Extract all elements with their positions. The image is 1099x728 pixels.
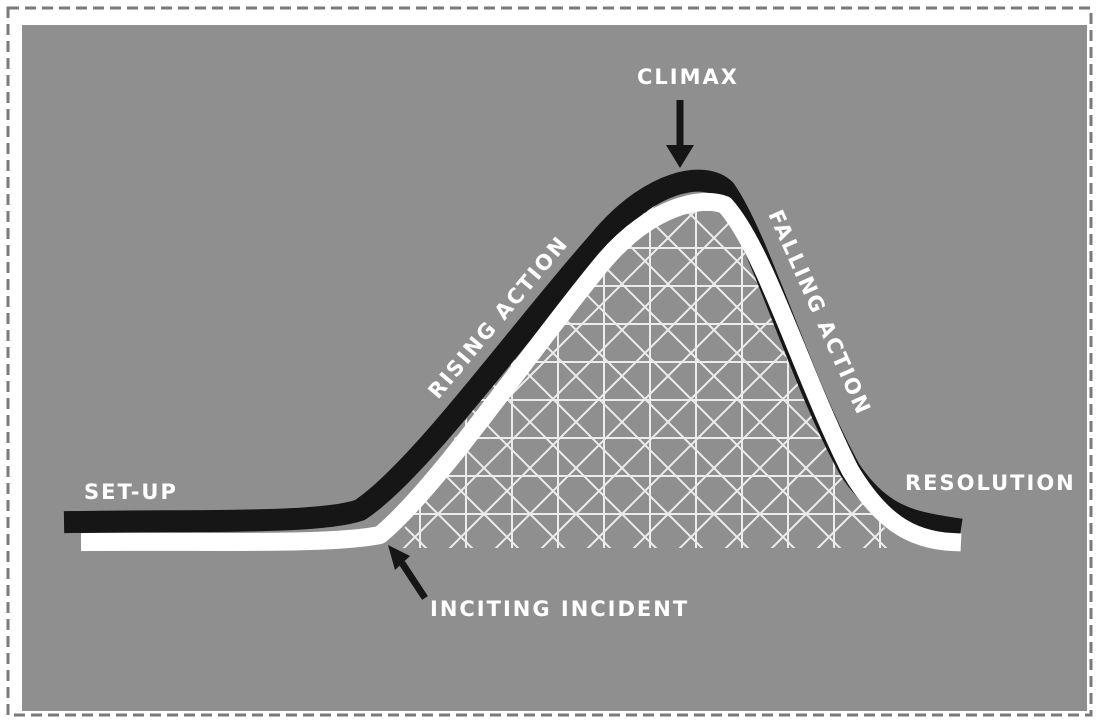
- lattice-line: [713, 198, 900, 548]
- lattice-line: [0, 180, 24, 560]
- arrow-down-icon: [666, 100, 694, 168]
- lattice-line: [759, 198, 900, 548]
- lattice-line: [395, 198, 773, 548]
- set-up-label: SET-UP: [84, 480, 178, 504]
- arrow-up-left-icon: [388, 545, 428, 600]
- track-white-rail: [80, 192, 962, 552]
- dashed-border: [6, 6, 1093, 717]
- climax-label: CLIMAX: [637, 65, 739, 89]
- resolution-label: RESOLUTION: [905, 471, 1076, 495]
- background-panel: [22, 25, 1087, 711]
- inciting-incident-label: INCITING INCIDENT: [430, 597, 689, 621]
